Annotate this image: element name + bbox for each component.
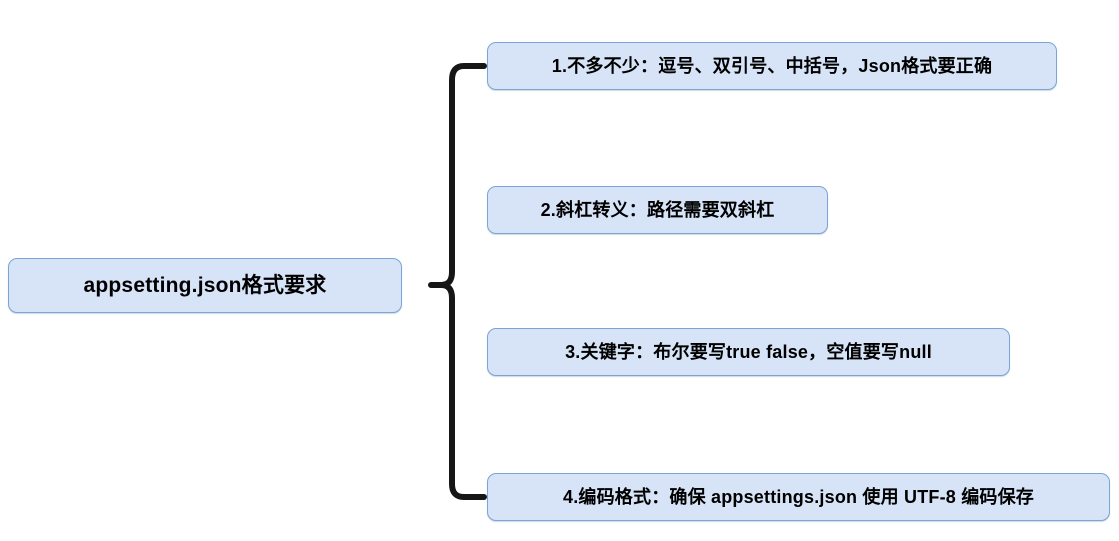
branch-node-4[interactable]: 4.编码格式：确保 appsettings.json 使用 UTF-8 编码保存 [487, 473, 1110, 521]
branch-node-1-label: 1.不多不少：逗号、双引号、中括号，Json格式要正确 [551, 56, 993, 76]
branch-node-3[interactable]: 3.关键字：布尔要写true false，空值要写null [487, 328, 1010, 376]
branch-node-2[interactable]: 2.斜杠转义：路径需要双斜杠 [487, 186, 828, 234]
branch-node-4-label: 4.编码格式：确保 appsettings.json 使用 UTF-8 编码保存 [562, 487, 1035, 507]
branch-node-3-label: 3.关键字：布尔要写true false，空值要写null [565, 342, 932, 362]
root-node-label: appsetting.json格式要求 [83, 274, 327, 297]
root-node[interactable]: appsetting.json格式要求 [8, 258, 402, 313]
branch-node-1[interactable]: 1.不多不少：逗号、双引号、中括号，Json格式要正确 [487, 42, 1057, 90]
branch-node-2-label: 2.斜杠转义：路径需要双斜杠 [540, 200, 775, 220]
